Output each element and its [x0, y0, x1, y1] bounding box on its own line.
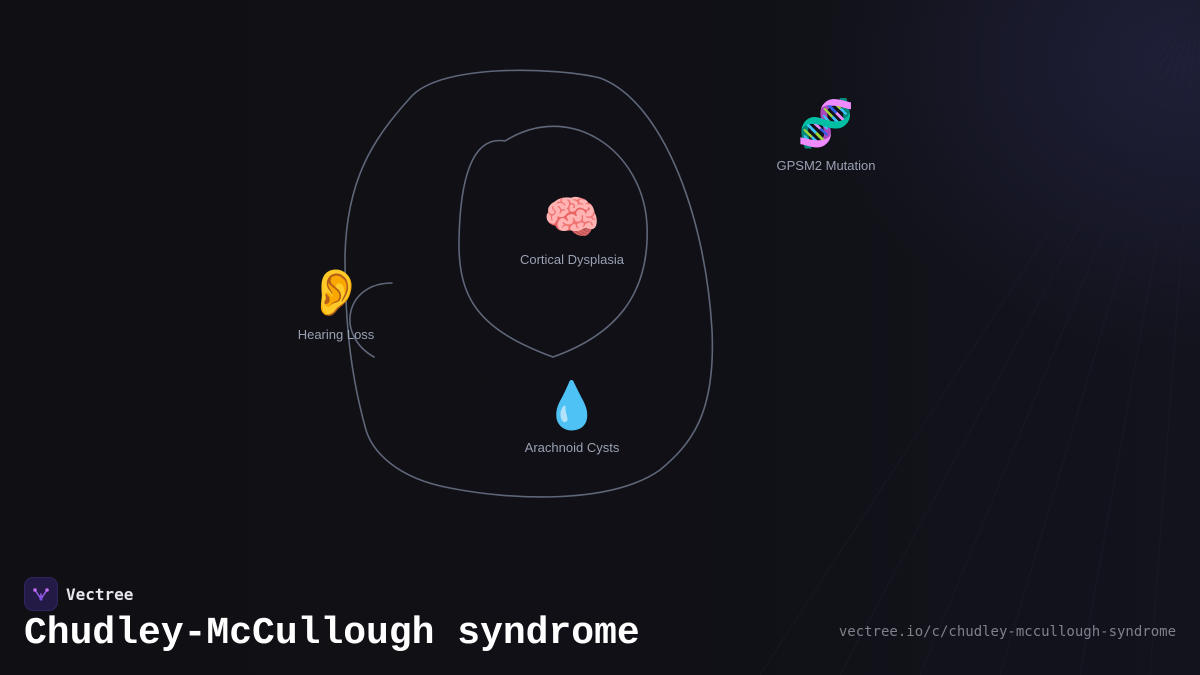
outer-boundary-line — [344, 69, 714, 498]
node-arachnoid-cysts[interactable]: 💧 Arachnoid Cysts — [525, 380, 620, 455]
page-url[interactable]: vectree.io/c/chudley-mccullough-syndrome — [838, 624, 1176, 640]
node-label: GPSM2 Mutation — [776, 158, 876, 173]
node-label: Arachnoid Cysts — [524, 440, 620, 455]
node-label: Cortical Dysplasia — [519, 252, 625, 267]
node-gpsm2-mutation[interactable]: 🧬 GPSM2 Mutation — [777, 98, 876, 173]
hearing-connector-arc — [349, 282, 393, 358]
dna-icon: 🧬 — [797, 98, 855, 149]
node-label: Hearing Loss — [297, 327, 375, 342]
vectree-logo-icon — [24, 577, 58, 611]
inner-boundary-line — [458, 125, 648, 358]
brain-icon: 🧠 — [543, 192, 601, 243]
ear-icon: 👂 — [307, 267, 365, 318]
node-cortical-dysplasia[interactable]: 🧠 Cortical Dysplasia — [520, 192, 624, 267]
brand-name: Vectree — [66, 584, 134, 604]
brand[interactable]: Vectree — [24, 577, 133, 611]
droplet-icon: 💧 — [543, 380, 601, 431]
page-title: Chudley-McCullough syndrome — [24, 612, 640, 655]
node-hearing-loss[interactable]: 👂 Hearing Loss — [298, 267, 375, 342]
